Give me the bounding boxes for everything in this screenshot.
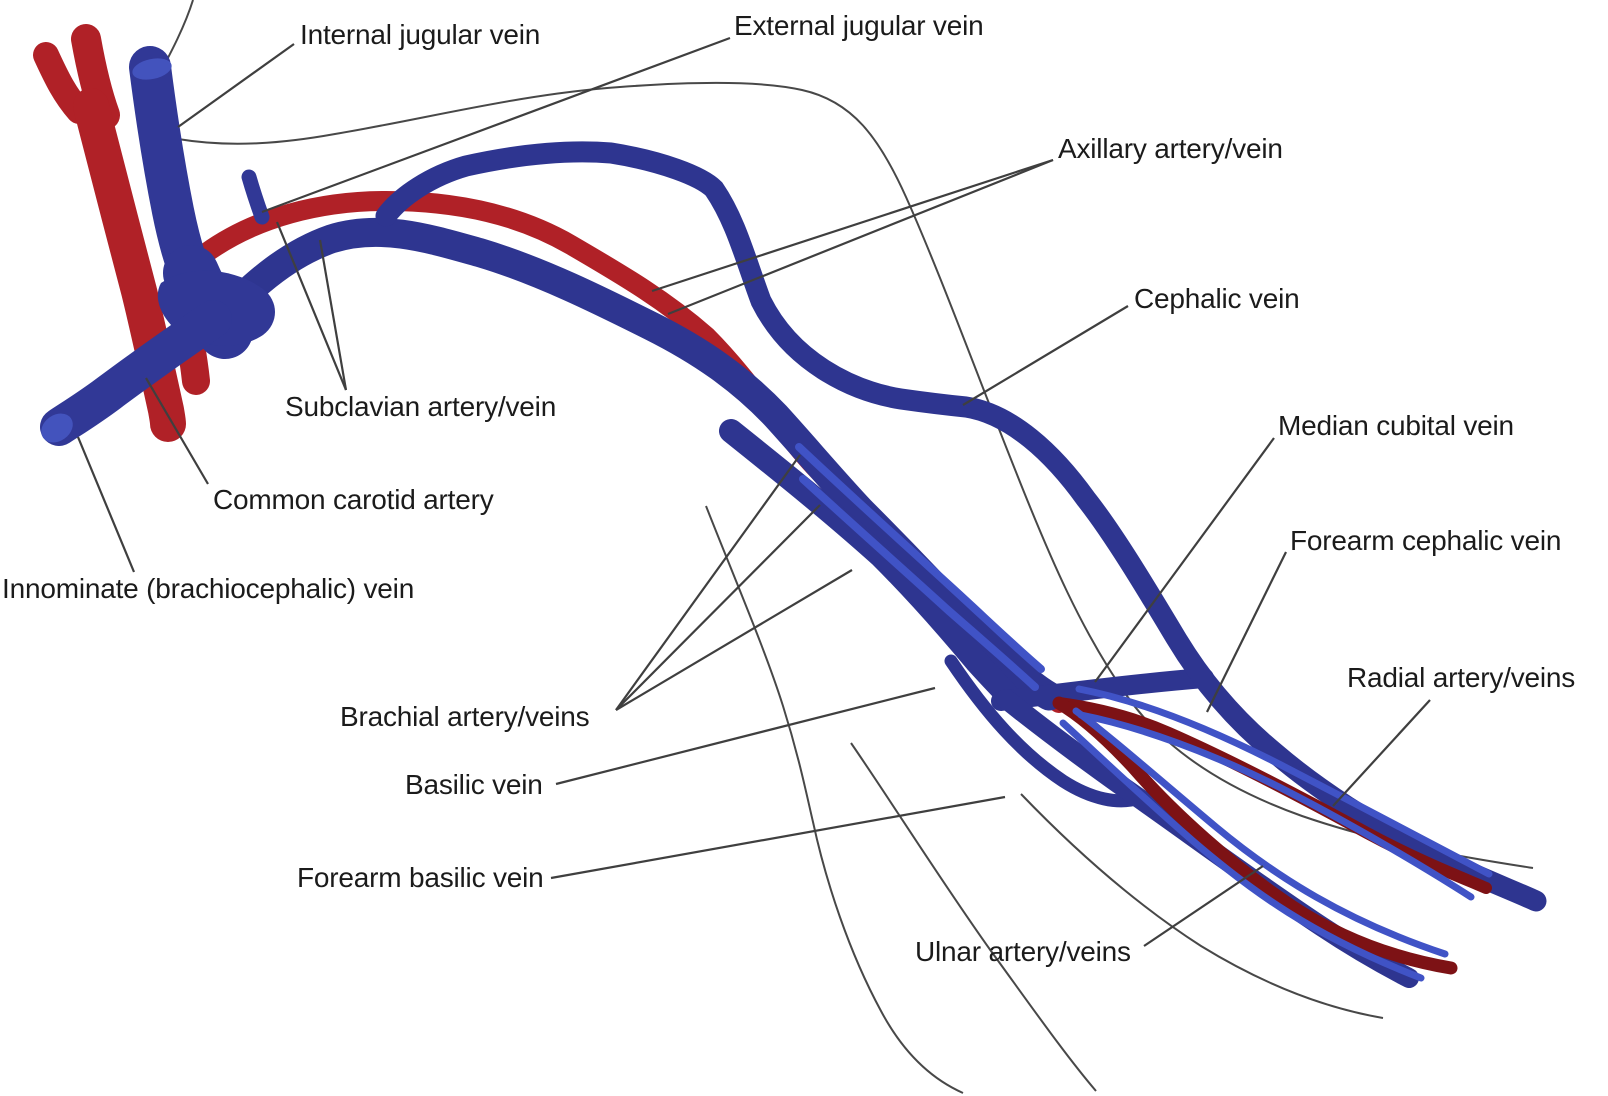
leader-ulnar-artery-veins	[1143, 865, 1264, 947]
leader-innominate-vein	[76, 436, 136, 573]
label-median-cubital-vein: Median cubital vein	[1278, 410, 1514, 441]
external-jugular-vein-stub-vessel	[241, 169, 270, 225]
leader-external-jugular-vein	[261, 36, 731, 214]
leader-forearm-cephalic-vein	[1206, 551, 1287, 713]
leader-brachial-vein-1	[615, 454, 801, 711]
hand-lower-contour	[1020, 793, 1384, 1019]
label-subclavian-artery-vein: Subclavian artery/vein	[285, 391, 557, 422]
label-external-jugular-vein: External jugular vein	[734, 10, 984, 41]
label-cephalic-vein: Cephalic vein	[1134, 283, 1300, 314]
leader-brachial-artery	[615, 504, 821, 711]
label-axillary-artery-vein: Axillary artery/vein	[1058, 133, 1283, 164]
label-forearm-cephalic-vein: Forearm cephalic vein	[1290, 525, 1562, 556]
label-forearm-basilic-vein: Forearm basilic vein	[297, 862, 544, 893]
leader-basilic-vein	[555, 686, 936, 786]
ulnar-artery-vessel	[1052, 696, 1458, 975]
label-innominate-vein: Innominate (brachiocephalic) vein	[2, 573, 415, 604]
basilic-vein-vessel	[719, 419, 1021, 709]
label-ulnar-artery-veins: Ulnar artery/veins	[915, 936, 1131, 967]
forearm-medial-contour	[850, 742, 1097, 1092]
internal-jugular-vein-cut-end	[132, 58, 172, 80]
brachial-vein-lower-vessel	[799, 475, 1039, 691]
leader-lines	[76, 36, 1431, 947]
radial-vein-lower-vessel	[1077, 711, 1475, 901]
body-contours	[141, 0, 1534, 1094]
vessels	[33, 24, 1547, 988]
subclavian-axillary-brachial-artery-vessel	[196, 190, 1069, 713]
leader-median-cubital-vein	[1094, 437, 1275, 683]
leader-cephalic-vein	[962, 305, 1129, 406]
label-basilic-vein: Basilic vein	[405, 769, 543, 800]
leader-forearm-basilic-vein	[550, 795, 1006, 880]
neck-shoulder-arm-contour	[141, 0, 1534, 869]
leader-axillary-vein	[667, 158, 1054, 316]
innominate-vein-cut-end	[41, 413, 73, 443]
leader-subclavian-vein	[318, 239, 348, 391]
median-cubital-vein-vessel	[991, 668, 1214, 711]
elbow-venous-loop-vessel	[944, 654, 1146, 808]
radial-vein-upper-vessel	[1075, 685, 1493, 878]
label-brachial-artery-veins: Brachial artery/veins	[340, 701, 590, 732]
ulnar-vein-upper-vessel	[1072, 707, 1449, 958]
innominate-brachiocephalic-vein-vessel	[40, 300, 232, 446]
subclavian-axillary-vein-vessel	[206, 217, 1064, 711]
leader-brachial-vein-2	[615, 569, 853, 711]
leader-subclavian-artery	[275, 221, 348, 391]
ulnar-vein-lower-vessel	[1059, 719, 1425, 982]
leader-common-carotid-artery	[145, 377, 209, 485]
leader-radial-artery-veins	[1332, 699, 1431, 807]
label-common-carotid-artery: Common carotid artery	[213, 484, 494, 515]
brachial-vein-upper-vessel	[795, 443, 1045, 673]
leader-axillary-artery	[651, 158, 1054, 293]
label-radial-artery-veins: Radial artery/veins	[1347, 662, 1576, 693]
label-internal-jugular-vein: Internal jugular vein	[300, 19, 541, 50]
inner-arm-contour	[705, 505, 964, 1094]
leader-internal-jugular-vein	[177, 43, 295, 128]
